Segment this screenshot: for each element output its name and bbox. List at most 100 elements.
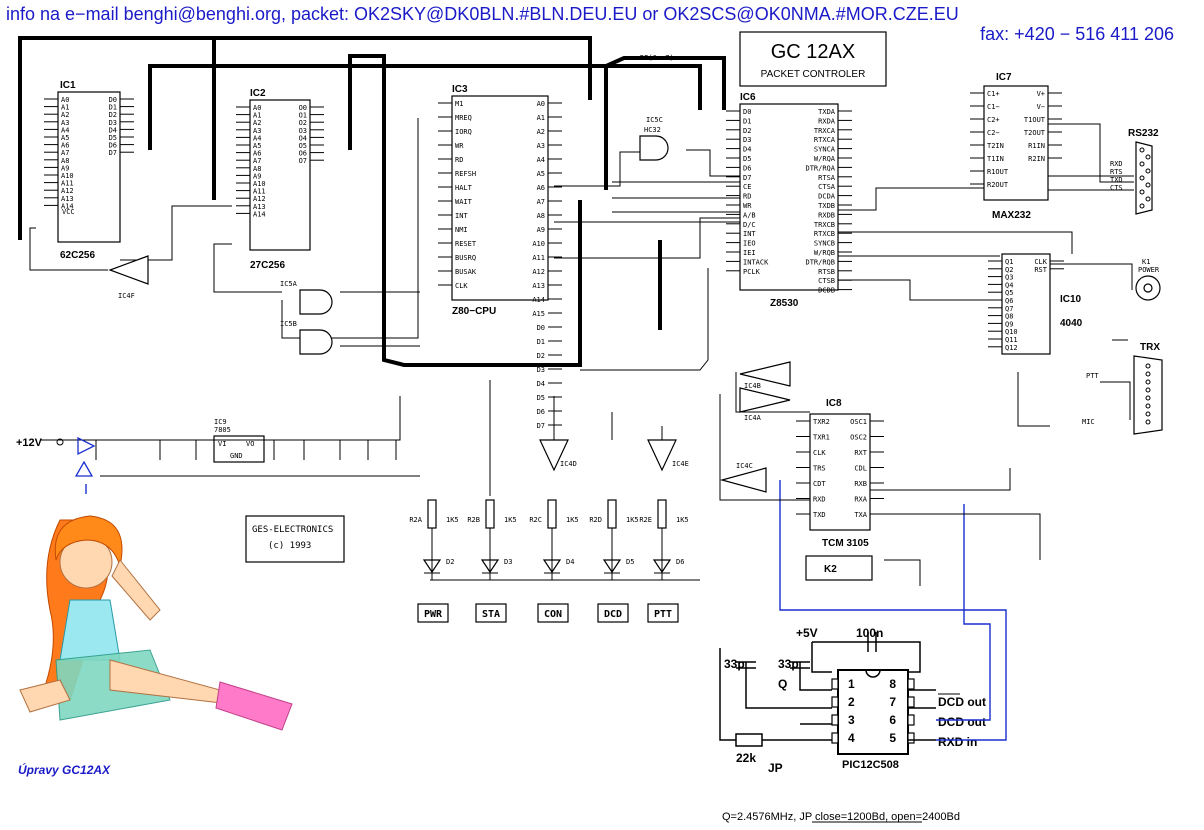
led-resistor-value: 1K5: [504, 516, 517, 524]
ic3-pin-right: D0: [537, 324, 545, 332]
ic10-pin-left: Q5: [1005, 289, 1013, 297]
ic3-pin-right: A3: [537, 142, 545, 150]
ic2-pin-left: A13: [253, 203, 266, 211]
ic6-pin-right: RTSA: [818, 174, 836, 182]
trx-pin: [1145, 387, 1151, 393]
ic3-pin-left: INT: [455, 212, 468, 220]
ic1-pin-left: A3: [61, 119, 69, 127]
led-resistor: [607, 499, 617, 529]
contact-line: info na e−mail benghi@benghi.org, packet…: [6, 4, 959, 24]
ic10-pin-left: Q2: [1005, 266, 1013, 274]
ic6-pin-left: PCLK: [743, 268, 761, 276]
pic-in-rxd: RXD in: [938, 735, 977, 749]
ic9-vi: VI: [218, 440, 226, 448]
ic2-pin-left: A11: [253, 188, 266, 196]
ic6-pin-left: INTACK: [743, 258, 769, 266]
rs232-pin: [1145, 182, 1151, 188]
pic-cap-left: 33p: [724, 657, 745, 671]
ic6-pin-left: D1: [743, 117, 751, 125]
ic7-part: MAX232: [992, 210, 1031, 221]
led-label-box: [537, 603, 569, 623]
led-resistor-ref: R2A: [409, 516, 422, 524]
ic7-pin-left: C1+: [987, 90, 1000, 98]
ic6-pin-right: RXDA: [818, 117, 836, 125]
ic10-pin-left: Q3: [1005, 274, 1013, 282]
ic3-pin-right: D6: [537, 408, 545, 416]
pic-vcc: +5V: [796, 626, 818, 640]
ic3-pin-right: A6: [537, 184, 545, 192]
led-label: DCD: [604, 609, 622, 620]
ic3-pin-left: BUSAK: [455, 268, 477, 276]
gate-ic5a-label: IC5A: [280, 280, 298, 288]
ic6-pin-right: CTSA: [818, 183, 836, 191]
title-subtext: PACKET CONTROLER: [761, 69, 866, 80]
pic-pin-right: 6: [889, 713, 896, 727]
rs232-pin: [1145, 168, 1151, 174]
pic-cap-top: 100n: [856, 626, 883, 640]
ic3-pin-right: D7: [537, 422, 545, 430]
ic8-pin-left: CLK: [813, 449, 826, 457]
ic3-pin-right: D2: [537, 352, 545, 360]
ic2-part: 27C256: [250, 260, 285, 271]
ic1-vcc-pin: VCC: [62, 208, 75, 216]
ic2-pin-left: A1: [253, 112, 261, 120]
ic7-pin-left: C2+: [987, 116, 1000, 124]
ic3-pin-left: WR: [455, 142, 464, 150]
pic-pin-left: 4: [848, 731, 855, 745]
ic7-pin-right: R2IN: [1028, 155, 1045, 163]
ic3-pin-right: A10: [532, 240, 545, 248]
ic3-pin-right: A7: [537, 198, 545, 206]
ic6-pin-right: TRXCA: [814, 127, 836, 135]
ic8-pin-left: TRS: [813, 465, 826, 473]
ic2-pin-right: O6: [299, 150, 307, 158]
pic-cap-right: 33p: [778, 657, 799, 671]
trx-pin: [1145, 403, 1151, 409]
gate-hc32-label: HC32: [644, 126, 661, 134]
ic1-pin-left: A8: [61, 157, 69, 165]
ic6-part: Z8530: [770, 298, 799, 309]
gate-ic4a-label: IC4A: [744, 414, 762, 422]
ic2-pin-left: A12: [253, 195, 266, 203]
rs232-signal: CTS: [1110, 184, 1123, 192]
gate-ic4f-label: IC4F: [118, 292, 135, 300]
ic7-pin-left: C1−: [987, 103, 1000, 111]
gate-ic5b-label: IC5B: [280, 320, 297, 328]
led-resistor-ref: R2B: [467, 516, 480, 524]
ic8-pin-left: TXR2: [813, 418, 830, 426]
gate-ic4f: [108, 255, 149, 285]
ic6-pin-right: SYNCA: [814, 146, 836, 154]
led-resistor-value: 1K5: [676, 516, 689, 524]
trx-pin: [1145, 411, 1151, 417]
ic8-pin-right: TXA: [854, 511, 867, 519]
ic6-pin-left: IEI: [743, 249, 756, 257]
ic2-pin-left: A9: [253, 172, 261, 180]
ic6-pin-left: D3: [743, 136, 751, 144]
ic8-pin-left: TXD: [813, 511, 826, 519]
ic6-pin-left: IEO: [743, 240, 756, 248]
ic6-pin-left: D4: [743, 146, 751, 154]
ic1-pin-left: A2: [61, 111, 69, 119]
trx-pin: [1145, 363, 1151, 369]
gate-ic4d: [539, 439, 569, 472]
ic8-pin-right: RXB: [854, 480, 867, 488]
ic1-pin-left: A12: [61, 187, 74, 195]
ic3-pin-left: M1: [455, 100, 463, 108]
trx-signal: PTT: [1086, 372, 1099, 380]
led-resistor: [427, 499, 437, 529]
ic1-pin-left: A1: [61, 104, 69, 112]
ic1-pin-left: A11: [61, 180, 74, 188]
ic7-pin-left: T2IN: [987, 142, 1004, 150]
ic2-pin-left: A0: [253, 104, 261, 112]
ic9-vo: VO: [246, 440, 254, 448]
copyright-box: GES-ELECTRONICS (c) 1993: [245, 515, 345, 563]
gate-ic4e-label: IC4E: [672, 460, 689, 468]
ic10-pin-right: CLK: [1034, 258, 1047, 266]
pic-pin-right: 8: [889, 677, 896, 691]
ic8-pin-right: OSC2: [850, 434, 867, 442]
led-resistor-value: 1K5: [446, 516, 459, 524]
ic3-part: Z80−CPU: [452, 306, 496, 317]
ic2-label: IC2: [250, 88, 266, 99]
ic2-pin-left: A4: [253, 134, 261, 142]
pic-part: PIC12C508: [842, 759, 899, 771]
